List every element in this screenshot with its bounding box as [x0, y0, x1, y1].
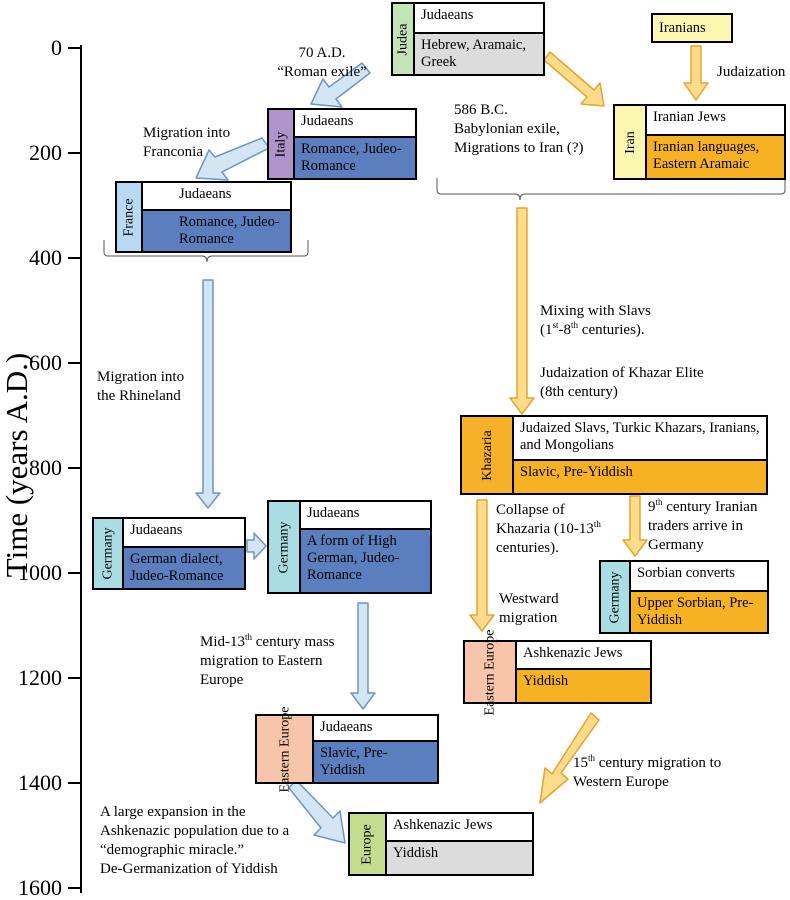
language-label: Romance, Judeo-Romance	[143, 211, 290, 251]
brace-west	[103, 240, 309, 263]
axis-line	[80, 45, 82, 893]
region-label: France	[117, 183, 143, 251]
annotation-khazar-elite: Judaization of Khazar Elite(8th century)	[540, 365, 704, 400]
axis-tick-label: 800	[29, 455, 62, 480]
arrow-into-rhineland	[195, 279, 221, 509]
brace-east	[436, 178, 786, 201]
axis-tick	[68, 782, 81, 784]
arrow-germany-to-germany	[246, 532, 267, 560]
population-label: Judaeans	[295, 110, 415, 138]
region-label: Germany	[94, 519, 124, 588]
axis-tick	[68, 362, 81, 364]
language-label: Upper Sorbian, Pre-Yiddish	[631, 592, 767, 632]
node-khazaria[interactable]: Khazaria Judaized Slavs, Turkic Khazars,…	[460, 415, 768, 495]
region-label: Germany	[601, 562, 631, 632]
population-label: Judaeans	[301, 502, 430, 530]
population-label: Ashkenazic Jews	[387, 814, 532, 842]
language-label: Slavic, Pre-Yiddish	[514, 461, 766, 493]
population-label: Sorbian converts	[631, 562, 767, 592]
population-label: Judaeans	[124, 519, 244, 548]
language-label: Iranian languages, Eastern Aramaic	[647, 136, 784, 178]
node-germany-high[interactable]: Germany Judaeans A form of High German, …	[267, 500, 432, 594]
axis-tick-label: 1400	[18, 770, 62, 795]
annotation-mixing-slavs: Mixing with Slavs (1st-8th centuries).	[540, 303, 651, 338]
annotation-15th-century: 15th century migration to Western Europe	[573, 753, 722, 791]
annotation-babylonian-exile: 586 B.C.Babylonian exile,Migrations to I…	[454, 102, 584, 156]
node-france[interactable]: France Judaeans Romance, Judeo-Romance	[115, 181, 292, 253]
node-eastern-europe-west[interactable]: Eastern Europe Judaeans Slavic, Pre-Yidd…	[255, 706, 439, 792]
region-label: Judea	[393, 4, 415, 74]
axis-tick	[68, 572, 81, 574]
node-iran[interactable]: Iran Iranian Jews Iranian languages, Eas…	[613, 104, 786, 180]
arrow-khazaria-to-sorbian	[622, 495, 648, 557]
arrow-khazaria-to-eastern-europe	[469, 499, 495, 632]
arrow-italy-to-france	[195, 137, 270, 181]
language-label: Hebrew, Aramaic, Greek	[415, 34, 543, 74]
population-label: Judaized Slavs, Turkic Khazars, Iranians…	[514, 417, 766, 461]
population-label: Ashkenazic Jews	[517, 642, 650, 670]
axis-tick-label: 1000	[18, 560, 62, 585]
population-label: Judaeans	[143, 183, 290, 211]
language-label: Romance, Judeo-Romance	[295, 138, 415, 178]
arrow-judea-to-italy	[310, 62, 371, 108]
population-label: Judaeans	[314, 716, 437, 742]
axis-tick-label: 0	[51, 35, 62, 60]
axis-tick	[68, 887, 81, 889]
population-label: Judaeans	[415, 4, 543, 34]
arrow-eastern-europe-to-europe-east	[539, 712, 600, 804]
axis-tick	[68, 257, 81, 259]
axis-tick	[68, 677, 81, 679]
annotation-judaization: Judaization	[717, 64, 786, 80]
arrow-eastern-europe-to-europe	[288, 779, 346, 844]
region-label: Eastern Europe	[465, 629, 517, 715]
axis-tick-label: 600	[29, 350, 62, 375]
annotation-collapse-khazaria: Collapse of Khazaria (10-13th centuries)…	[496, 502, 601, 556]
region-label: Khazaria	[462, 417, 514, 493]
language-label: Slavic, Pre-Yiddish	[314, 742, 437, 782]
node-judea[interactable]: Judea Judaeans Hebrew, Aramaic, Greek	[391, 2, 545, 76]
arrow-iranians-to-iran	[683, 45, 709, 101]
language-label: A form of High German, Judeo-Romance	[301, 530, 430, 592]
arrow-to-khazaria	[509, 207, 535, 415]
region-label: Europe	[350, 814, 387, 874]
population-label: Iranian Jews	[647, 106, 784, 136]
language-label: German dialect, Judeo-Romance	[124, 548, 244, 588]
region-label: Eastern Europe	[257, 706, 314, 792]
node-iranians[interactable]: Iranians	[651, 13, 733, 43]
region-label: Iran	[615, 106, 647, 178]
arrow-germany-to-eastern-europe	[350, 602, 376, 710]
arrow-judea-to-iran	[543, 51, 605, 107]
annotation-roman-exile: 70 A.D.“Roman exile”	[277, 45, 367, 80]
region-label: Italy	[269, 110, 295, 178]
node-eastern-europe-east[interactable]: Eastern Europe Ashkenazic Jews Yiddish	[463, 629, 652, 715]
axis-tick-label: 400	[29, 245, 62, 270]
axis-tick-label: 1600	[18, 875, 62, 900]
node-germany-sorbian[interactable]: Germany Sorbian converts Upper Sorbian, …	[599, 560, 769, 634]
axis-tick-label: 1200	[18, 665, 62, 690]
node-europe[interactable]: Europe Ashkenazic Jews Yiddish	[348, 812, 534, 876]
node-germany-west[interactable]: Germany Judaeans German dialect, Judeo-R…	[92, 517, 246, 590]
axis-tick	[68, 152, 81, 154]
annotation-iranian-traders: 9th century Iranian traders arrive in Ge…	[648, 497, 758, 554]
population-label: Iranians	[659, 20, 706, 36]
axis-tick	[68, 467, 81, 469]
node-italy[interactable]: Italy Judaeans Romance, Judeo-Romance	[267, 108, 417, 180]
axis-tick-label: 200	[29, 140, 62, 165]
region-label: Germany	[269, 502, 301, 592]
axis-tick	[68, 47, 81, 49]
language-label: Yiddish	[517, 670, 650, 702]
annotation-mid13-migration: Mid-13th century mass migration to Easte…	[200, 632, 335, 689]
language-label: Yiddish	[387, 842, 532, 874]
